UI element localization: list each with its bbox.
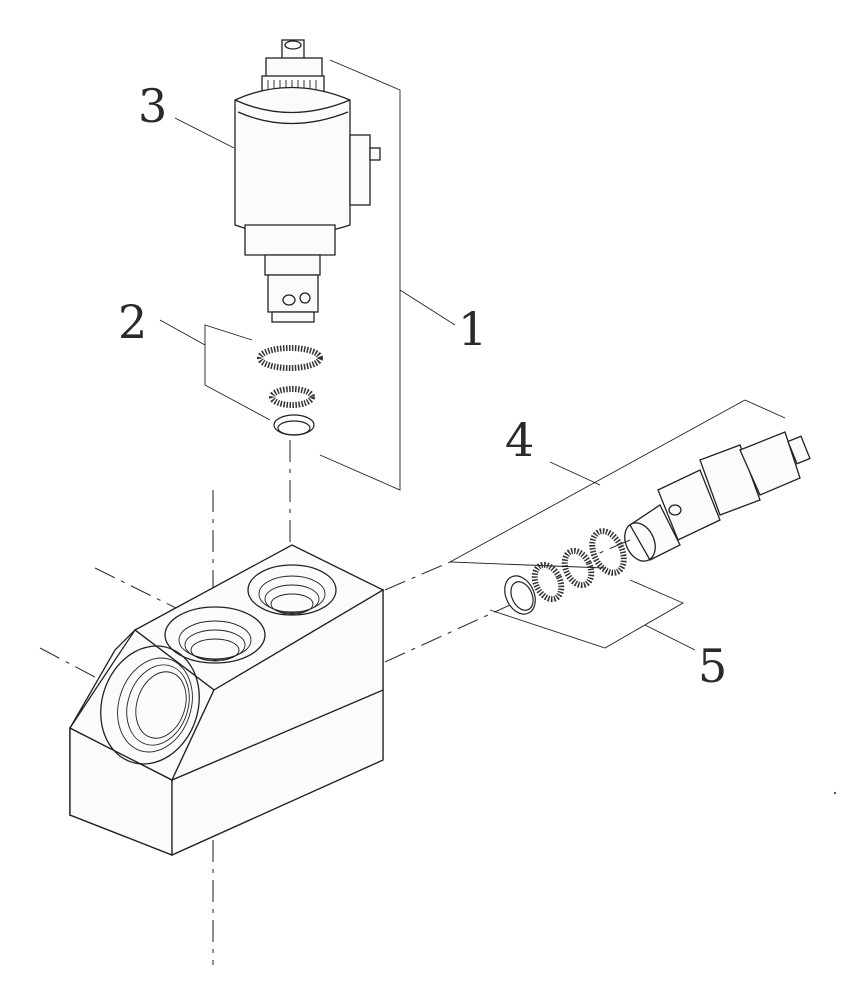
callout-4: 4 (505, 413, 534, 467)
callout-labels: 1 2 3 4 5 (118, 79, 727, 693)
stray-dot (833, 791, 837, 795)
callout-3: 3 (138, 79, 167, 133)
relief-cartridge-valve (624, 431, 811, 562)
callout-1: 1 (458, 302, 487, 356)
solenoid-cartridge-valve (234, 39, 381, 323)
seal-kit-horizontal (504, 528, 627, 615)
leader-lines (159, 59, 786, 651)
manifold-block (69, 544, 385, 857)
callout-2: 2 (118, 295, 147, 349)
seal-kit-vertical (257, 345, 323, 436)
callout-5: 5 (698, 639, 727, 693)
